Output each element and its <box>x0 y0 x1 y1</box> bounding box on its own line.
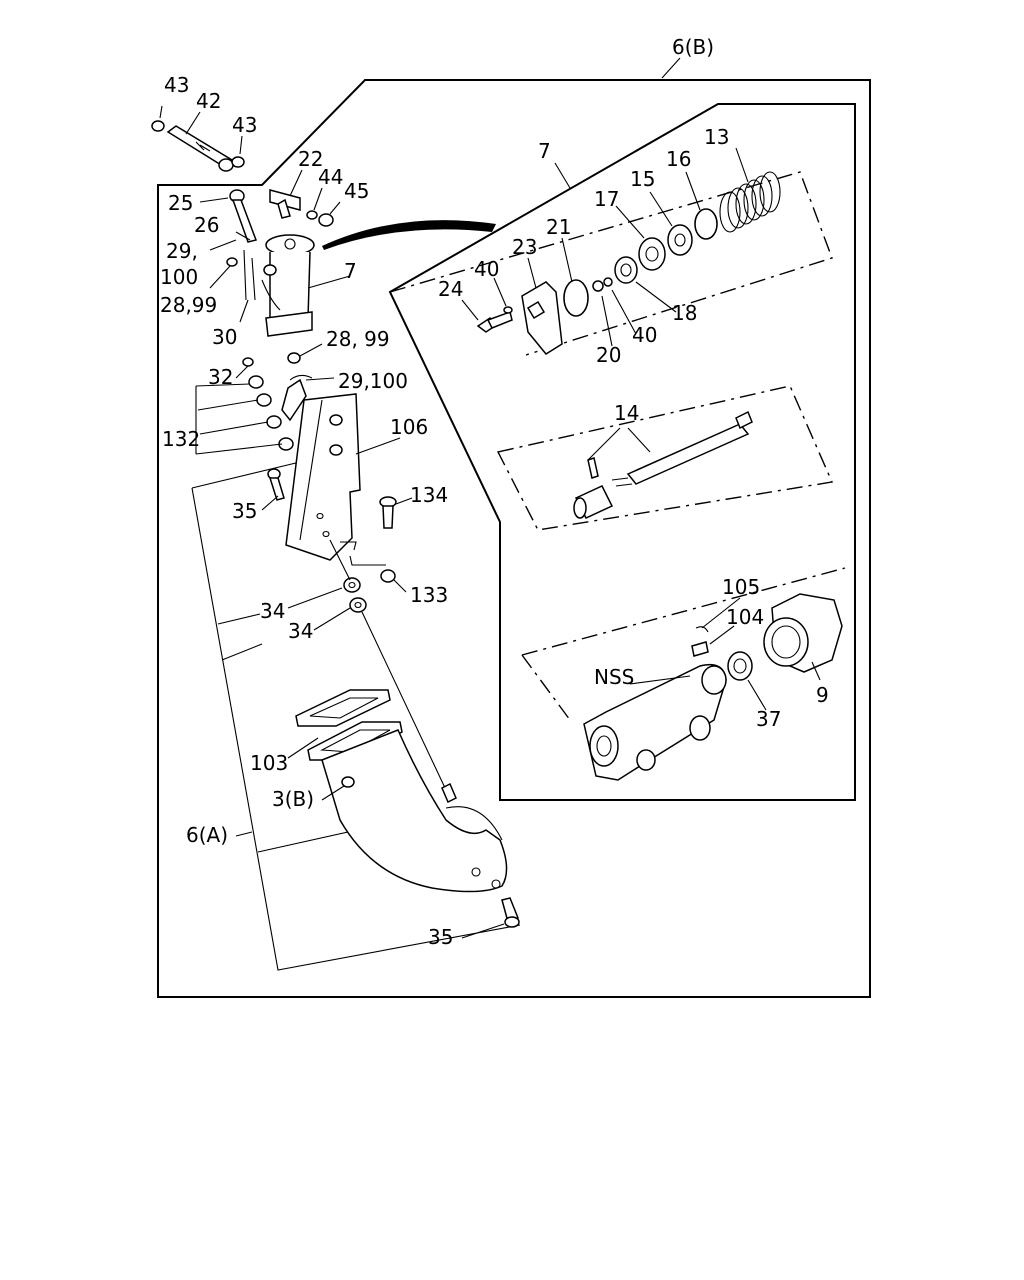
label-103: 103 <box>250 751 288 775</box>
push-rod-14 <box>573 410 753 519</box>
label-16: 16 <box>666 147 691 171</box>
label-23: 23 <box>512 235 537 259</box>
leader-lines <box>159 57 821 939</box>
label-42: 42 <box>196 89 221 113</box>
label-105: 105 <box>722 575 760 599</box>
label-100: 100 <box>160 265 198 289</box>
bolt-42 <box>151 120 245 172</box>
label-6a: 6(A) <box>186 823 228 847</box>
label-34a: 34 <box>260 599 285 623</box>
bracket-106 <box>285 393 361 561</box>
spring-13 <box>719 171 781 233</box>
label-133: 133 <box>410 583 448 607</box>
label-35b: 35 <box>428 925 453 949</box>
label-40a: 40 <box>474 257 499 281</box>
boot-9 <box>763 593 843 673</box>
label-34b: 34 <box>288 619 313 643</box>
label-45: 45 <box>344 179 369 203</box>
seal-17 <box>638 237 666 271</box>
pipe-6a <box>321 729 508 893</box>
label-132: 132 <box>162 427 200 451</box>
label-29a: 29, <box>166 239 198 263</box>
bolt-35-upper <box>267 468 285 501</box>
label-43a: 43 <box>164 73 189 97</box>
label-24: 24 <box>438 277 463 301</box>
nut-20 <box>592 277 613 292</box>
washer-40-a <box>503 306 513 314</box>
label-6b: 6(B) <box>672 35 714 59</box>
reference-arrow <box>322 220 496 250</box>
label-35a: 35 <box>232 499 257 523</box>
label-28-99-a: 28,99 <box>160 293 217 317</box>
bolt-134 <box>379 496 397 529</box>
ring-16 <box>694 208 718 240</box>
subgroup-box-14 <box>496 385 834 531</box>
label-43b: 43 <box>232 113 257 137</box>
push-rod-fitting <box>281 378 307 422</box>
bolt-24 <box>476 311 513 333</box>
label-28-99-b: 28, 99 <box>326 327 390 351</box>
label-nss: NSS <box>594 665 634 689</box>
label-26: 26 <box>194 213 219 237</box>
master-cylinder-nss <box>583 663 727 781</box>
washer-28-99 <box>287 352 313 381</box>
subgroup-box-9 <box>521 567 846 721</box>
label-22: 22 <box>298 147 323 171</box>
bolt-25 <box>229 189 257 243</box>
pipe-30 <box>226 249 281 311</box>
nut-133 <box>349 555 396 583</box>
label-37: 37 <box>756 707 781 731</box>
label-21: 21 <box>546 215 571 239</box>
o-ring-21 <box>563 279 589 317</box>
outer-frame <box>157 79 871 998</box>
label-32: 32 <box>208 365 233 389</box>
label-104: 104 <box>726 605 764 629</box>
label-14: 14 <box>614 401 639 425</box>
label-18: 18 <box>672 301 697 325</box>
piston-15 <box>667 224 693 256</box>
seal-37 <box>727 651 753 681</box>
label-40b: 40 <box>632 323 657 347</box>
gaskets-103 <box>295 689 403 761</box>
label-20: 20 <box>596 343 621 367</box>
label-17: 17 <box>594 187 619 211</box>
bearing-18 <box>614 256 638 284</box>
label-29-100: 29,100 <box>338 369 408 393</box>
label-15: 15 <box>630 167 655 191</box>
label-106: 106 <box>390 415 428 439</box>
plate-23 <box>521 281 563 355</box>
label-7b: 7 <box>538 139 551 163</box>
label-30: 30 <box>212 325 237 349</box>
bolt-35-lower <box>501 897 520 928</box>
washers-34 <box>343 577 367 613</box>
subgroup-box-7 <box>389 171 833 356</box>
label-44: 44 <box>318 165 343 189</box>
inner-frame-7 <box>388 103 856 801</box>
center-line <box>329 539 447 791</box>
cap-104 <box>691 626 709 657</box>
label-25: 25 <box>168 191 193 215</box>
label-13: 13 <box>704 125 729 149</box>
label-3b: 3(B) <box>272 787 314 811</box>
label-9: 9 <box>816 683 829 707</box>
label-134: 134 <box>410 483 448 507</box>
part-labels: 6(B) 43 42 43 22 44 45 25 26 29, 100 28,… <box>160 35 829 949</box>
label-7a: 7 <box>344 259 357 283</box>
tee-fitting-22 <box>269 189 334 227</box>
reservoir-7 <box>265 234 315 337</box>
